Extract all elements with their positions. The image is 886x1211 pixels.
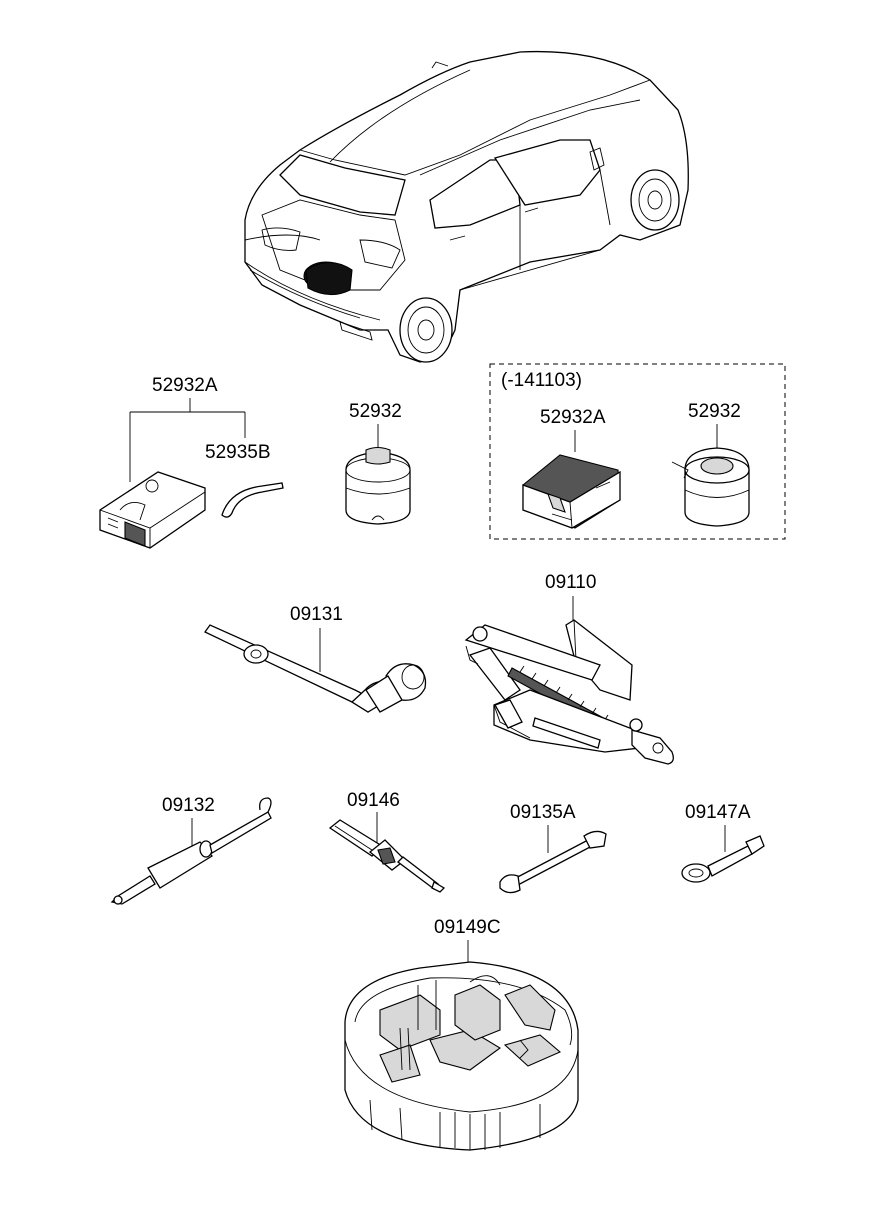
jack-handle: 09132 <box>110 795 272 905</box>
screwdriver: 09146 <box>328 790 446 893</box>
callout-09131: 09131 <box>290 604 343 625</box>
callout-09147A: 09147A <box>685 802 751 823</box>
callout-52932: 52932 <box>349 401 402 422</box>
callout-52932A-variant: 52932A <box>540 407 606 428</box>
callout-52932-variant: 52932 <box>688 401 741 422</box>
callout-09149C: 09149C <box>434 917 501 938</box>
spanner: 09135A <box>499 802 607 894</box>
sealant-bottle: 52932 <box>345 401 411 525</box>
towing-hook: 09147A <box>681 802 765 883</box>
callout-52935B: 52935B <box>205 442 271 463</box>
period-variant-box: (-141103) 52932A 52932 <box>489 363 786 540</box>
callout-09135A: 09135A <box>510 802 576 823</box>
vehicle-illustration <box>244 50 689 363</box>
callout-period: (-141103) <box>501 370 582 391</box>
lug-wrench: 09131 <box>204 604 427 713</box>
scissor-jack: 09110 <box>464 572 674 765</box>
tire-mobility-kit-left: 52932A 52935B <box>99 375 284 549</box>
callout-09146: 09146 <box>347 790 400 811</box>
callout-09110: 09110 <box>545 572 596 593</box>
callout-09132: 09132 <box>162 795 215 816</box>
tool-tray: 09149C <box>344 917 579 1151</box>
callout-52932A: 52932A <box>152 375 218 396</box>
